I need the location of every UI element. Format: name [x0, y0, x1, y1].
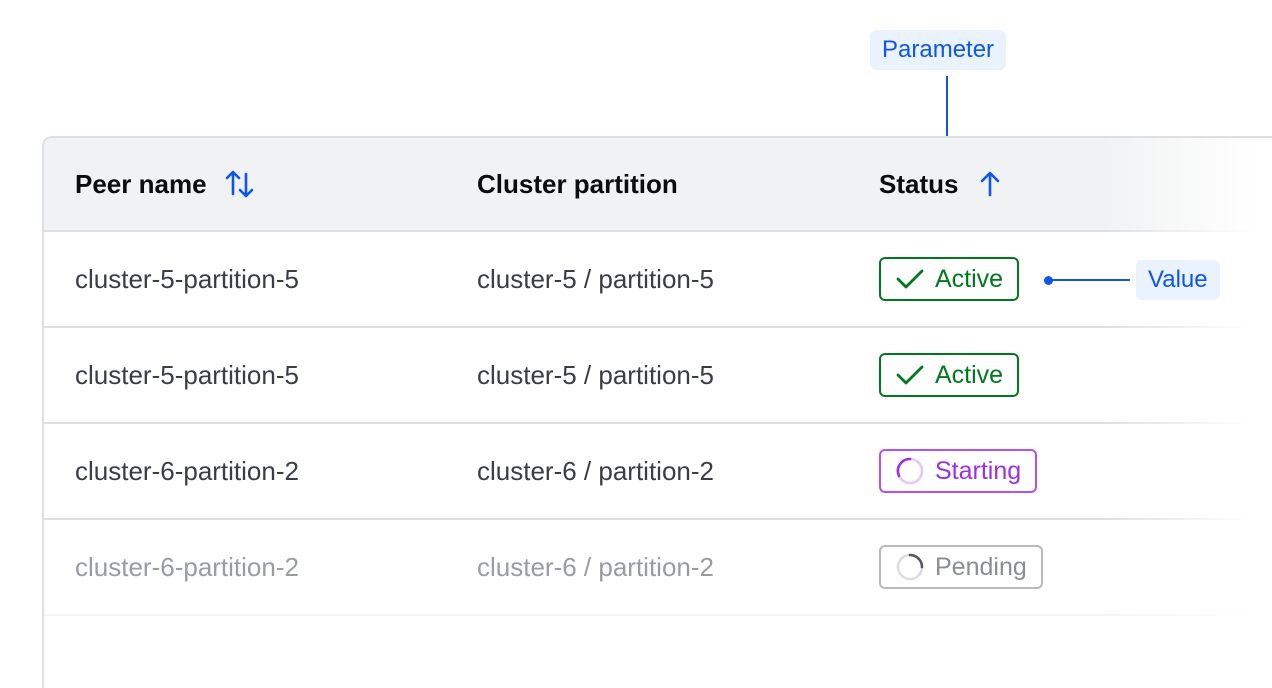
table-row[interactable]: cluster-5-partition-5 cluster-5 / partit…	[44, 328, 1272, 424]
table-row[interactable]: cluster-6-partition-2 cluster-6 / partit…	[44, 424, 1272, 520]
peer-name-cell: cluster-5-partition-5	[75, 263, 299, 294]
status-badge: Active	[879, 353, 1020, 397]
peer-name-cell: cluster-5-partition-5	[75, 359, 299, 390]
status-cell: Active	[879, 328, 1020, 422]
value-annotation-line	[1050, 279, 1130, 281]
status-label: Pending	[935, 552, 1027, 581]
table-header: Peer name Cluster partition Status	[44, 138, 1272, 232]
arrow-up-icon[interactable]	[978, 170, 1002, 198]
parameter-annotation-label: Parameter	[870, 30, 1007, 70]
table-row[interactable]: cluster-6-partition-2 cluster-6 / partit…	[44, 520, 1272, 616]
loading-icon	[895, 456, 925, 486]
value-annotation-label: Value	[1136, 260, 1220, 300]
check-icon	[895, 264, 925, 294]
sort-arrows-icon[interactable]	[225, 168, 255, 200]
peer-name-cell: cluster-6-partition-2	[75, 551, 299, 582]
cluster-partition-cell: cluster-5 / partition-5	[477, 263, 714, 294]
cluster-partition-cell: cluster-6 / partition-2	[477, 455, 714, 486]
status-cell: Starting	[879, 424, 1038, 518]
column-header-status[interactable]: Status	[879, 138, 1002, 230]
column-header-label: Cluster partition	[477, 168, 678, 199]
column-header-label: Peer name	[75, 168, 207, 199]
cluster-partition-cell: cluster-6 / partition-2	[477, 551, 714, 582]
column-header-label: Status	[879, 168, 959, 199]
peers-table: Peer name Cluster partition Status clust…	[42, 136, 1272, 688]
status-label: Starting	[935, 456, 1022, 485]
peer-name-cell: cluster-6-partition-2	[75, 455, 299, 486]
column-header-peer-name[interactable]: Peer name	[75, 138, 255, 230]
parameter-annotation-line	[946, 76, 948, 156]
status-cell: Pending	[879, 520, 1043, 614]
status-cell: Active	[879, 232, 1020, 326]
status-badge: Starting	[879, 449, 1038, 493]
loading-icon	[895, 552, 925, 582]
check-icon	[895, 360, 925, 390]
column-header-cluster-partition[interactable]: Cluster partition	[477, 138, 678, 230]
status-badge: Active	[879, 257, 1020, 301]
value-annotation-dot	[1044, 276, 1053, 285]
cluster-partition-cell: cluster-5 / partition-5	[477, 359, 714, 390]
table-row[interactable]: cluster-5-partition-5 cluster-5 / partit…	[44, 232, 1272, 328]
status-badge: Pending	[879, 545, 1043, 589]
status-label: Active	[935, 264, 1004, 293]
status-label: Active	[935, 360, 1004, 389]
